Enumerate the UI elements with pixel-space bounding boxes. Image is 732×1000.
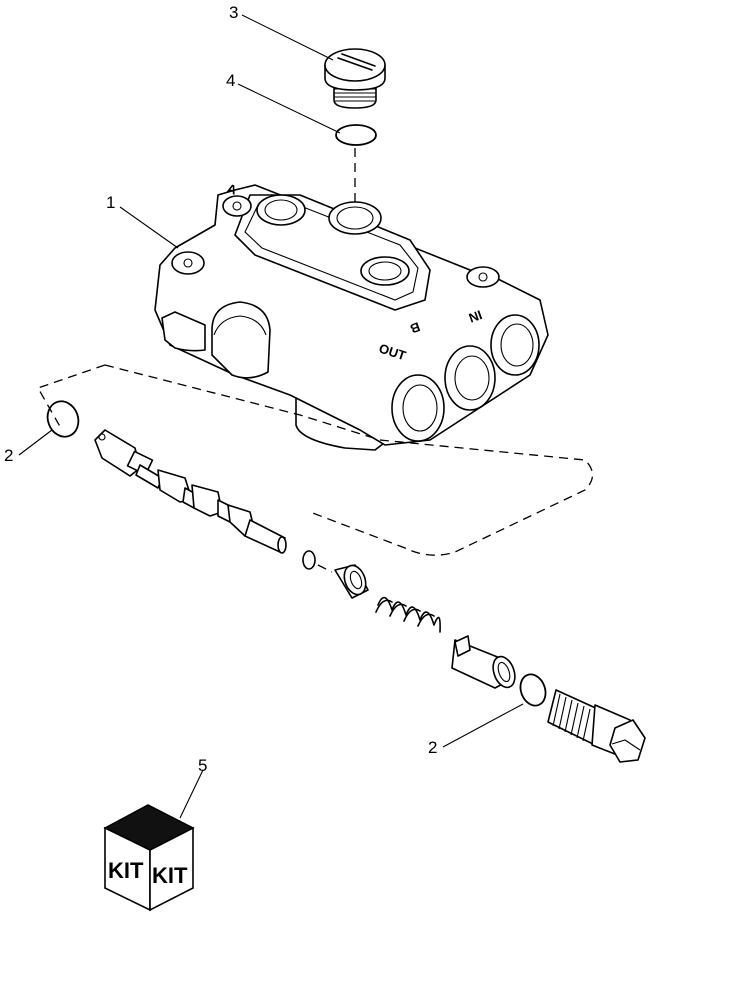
sleeve-part [451, 635, 516, 689]
kit-label-right: KIT [152, 863, 188, 888]
marking-in: IN [467, 307, 484, 326]
spool-axis-line [317, 564, 333, 573]
spring-part [375, 596, 441, 633]
leader-5 [179, 769, 204, 819]
callout-2-upper: 2 [4, 446, 13, 465]
callout-5: 5 [198, 756, 207, 775]
slotted-plug-part-3 [324, 48, 386, 109]
leader-4 [237, 83, 341, 134]
callout-1: 1 [106, 193, 115, 212]
leader-1 [119, 206, 179, 249]
leader-2-upper [18, 429, 53, 456]
assembly-boundary-dashed [37, 364, 594, 556]
callout-2-lower: 2 [428, 738, 437, 757]
spool-o-ring [302, 550, 316, 570]
kit-label-left: KIT [108, 858, 144, 883]
leader-2-lower [442, 703, 524, 748]
o-ring-part-4 [335, 124, 377, 146]
leader-3 [241, 14, 334, 61]
callout-4: 4 [226, 71, 235, 90]
o-ring-part-2-lower [519, 673, 547, 707]
valve-body-part-1: OUT IN B A [154, 181, 549, 451]
kit-box-part-5: KIT KIT [103, 804, 195, 912]
o-ring-part-2-upper [46, 400, 80, 438]
washer-part [334, 564, 369, 599]
spool-part [94, 429, 287, 554]
callout-3: 3 [229, 3, 238, 22]
end-cap-part [547, 689, 646, 763]
